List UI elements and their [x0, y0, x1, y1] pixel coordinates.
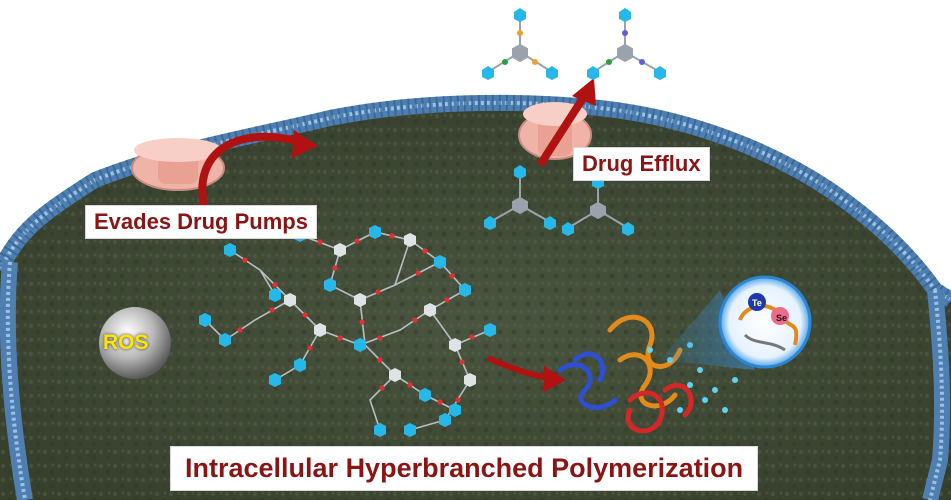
monomer-outside [482, 8, 666, 80]
protein-arrow [486, 355, 549, 381]
ros-label: ROS [103, 331, 149, 354]
efflux-arrow [536, 92, 589, 168]
protein-complex [557, 314, 694, 434]
se-label: Se [776, 313, 788, 323]
figure-title: Intracellular Hyperbranched Polymerizati… [170, 446, 759, 491]
monomer-inside [484, 165, 634, 236]
protein-polymer-dots [647, 342, 738, 413]
ros-sphere [99, 307, 171, 379]
evades-drug-pumps-label: Evades Drug Pumps [85, 205, 317, 239]
evade-arrow [198, 132, 302, 211]
zoom-inset [718, 275, 812, 369]
te-label: Te [752, 298, 762, 308]
drug-efflux-label: Drug Efflux [573, 147, 710, 181]
